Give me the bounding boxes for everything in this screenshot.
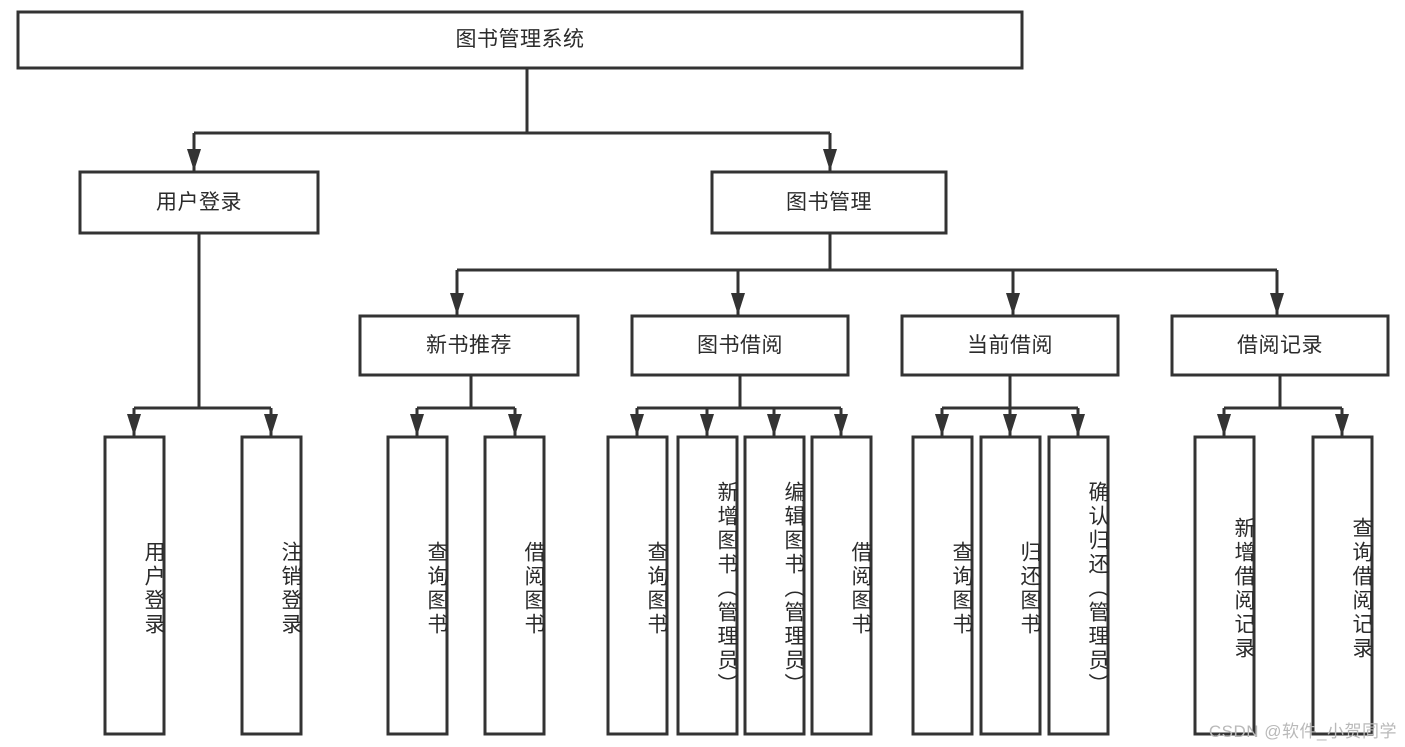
connector-arrowhead (834, 414, 848, 436)
node-box-l-user-login[interactable] (103, 435, 166, 736)
connector-arrowhead (767, 414, 781, 436)
node-box-n-user-login[interactable] (78, 170, 320, 235)
node-box-l-bq-edit[interactable] (743, 435, 806, 736)
connector-arrowhead (700, 414, 714, 436)
connector-group-newbook-to-leaves (410, 375, 522, 436)
connector-arrowhead (1071, 414, 1085, 436)
node-box-root[interactable] (16, 10, 1024, 70)
connector-arrowhead (187, 149, 201, 171)
connector-arrowhead (450, 293, 464, 315)
watermark-text: CSDN @软件_小贺同学 (1208, 722, 1397, 741)
node-box-n-book-manage[interactable] (710, 170, 948, 235)
connector-arrowhead (630, 414, 644, 436)
node-box-n-current[interactable] (900, 314, 1120, 377)
connector-arrowhead (508, 414, 522, 436)
node-box-layer (16, 10, 1390, 736)
connector-group-root-to-tier1 (187, 68, 837, 171)
connector-arrowhead (731, 293, 745, 315)
node-box-l-rec-add[interactable] (1193, 435, 1256, 736)
connector-arrowhead (410, 414, 424, 436)
node-box-n-borrow[interactable] (630, 314, 850, 377)
connector-arrowhead (1006, 293, 1020, 315)
node-box-l-bq-borrow[interactable] (810, 435, 873, 736)
node-box-l-bq-add[interactable] (676, 435, 739, 736)
node-box-n-record[interactable] (1170, 314, 1390, 377)
node-box-l-rec-query[interactable] (1311, 435, 1374, 736)
connector-arrowhead (1335, 414, 1349, 436)
connector-arrowhead (127, 414, 141, 436)
node-box-l-cur-query[interactable] (911, 435, 974, 736)
connector-arrowhead (935, 414, 949, 436)
connector-group-record-to-leaves (1217, 375, 1349, 436)
connector-arrowhead (1003, 414, 1017, 436)
node-box-l-logout[interactable] (240, 435, 303, 736)
node-box-l-nb-query[interactable] (386, 435, 449, 736)
node-box-l-bq-query[interactable] (606, 435, 669, 736)
connector-arrowhead (1217, 414, 1231, 436)
node-box-n-new-book[interactable] (358, 314, 580, 377)
connector-arrowhead (264, 414, 278, 436)
connector-group-userlogin-to-leaves (127, 233, 278, 436)
connector-arrowhead (1270, 293, 1284, 315)
node-box-l-nb-borrow[interactable] (483, 435, 546, 736)
connector-group-bookmanage-to-tier2 (450, 233, 1284, 315)
node-box-l-cur-confirm[interactable] (1047, 435, 1110, 736)
connector-group-borrow-to-leaves (630, 375, 848, 436)
connector-layer (127, 68, 1349, 436)
connector-arrowhead (823, 149, 837, 171)
node-box-l-cur-return[interactable] (979, 435, 1042, 736)
connector-group-current-to-leaves (935, 375, 1085, 436)
